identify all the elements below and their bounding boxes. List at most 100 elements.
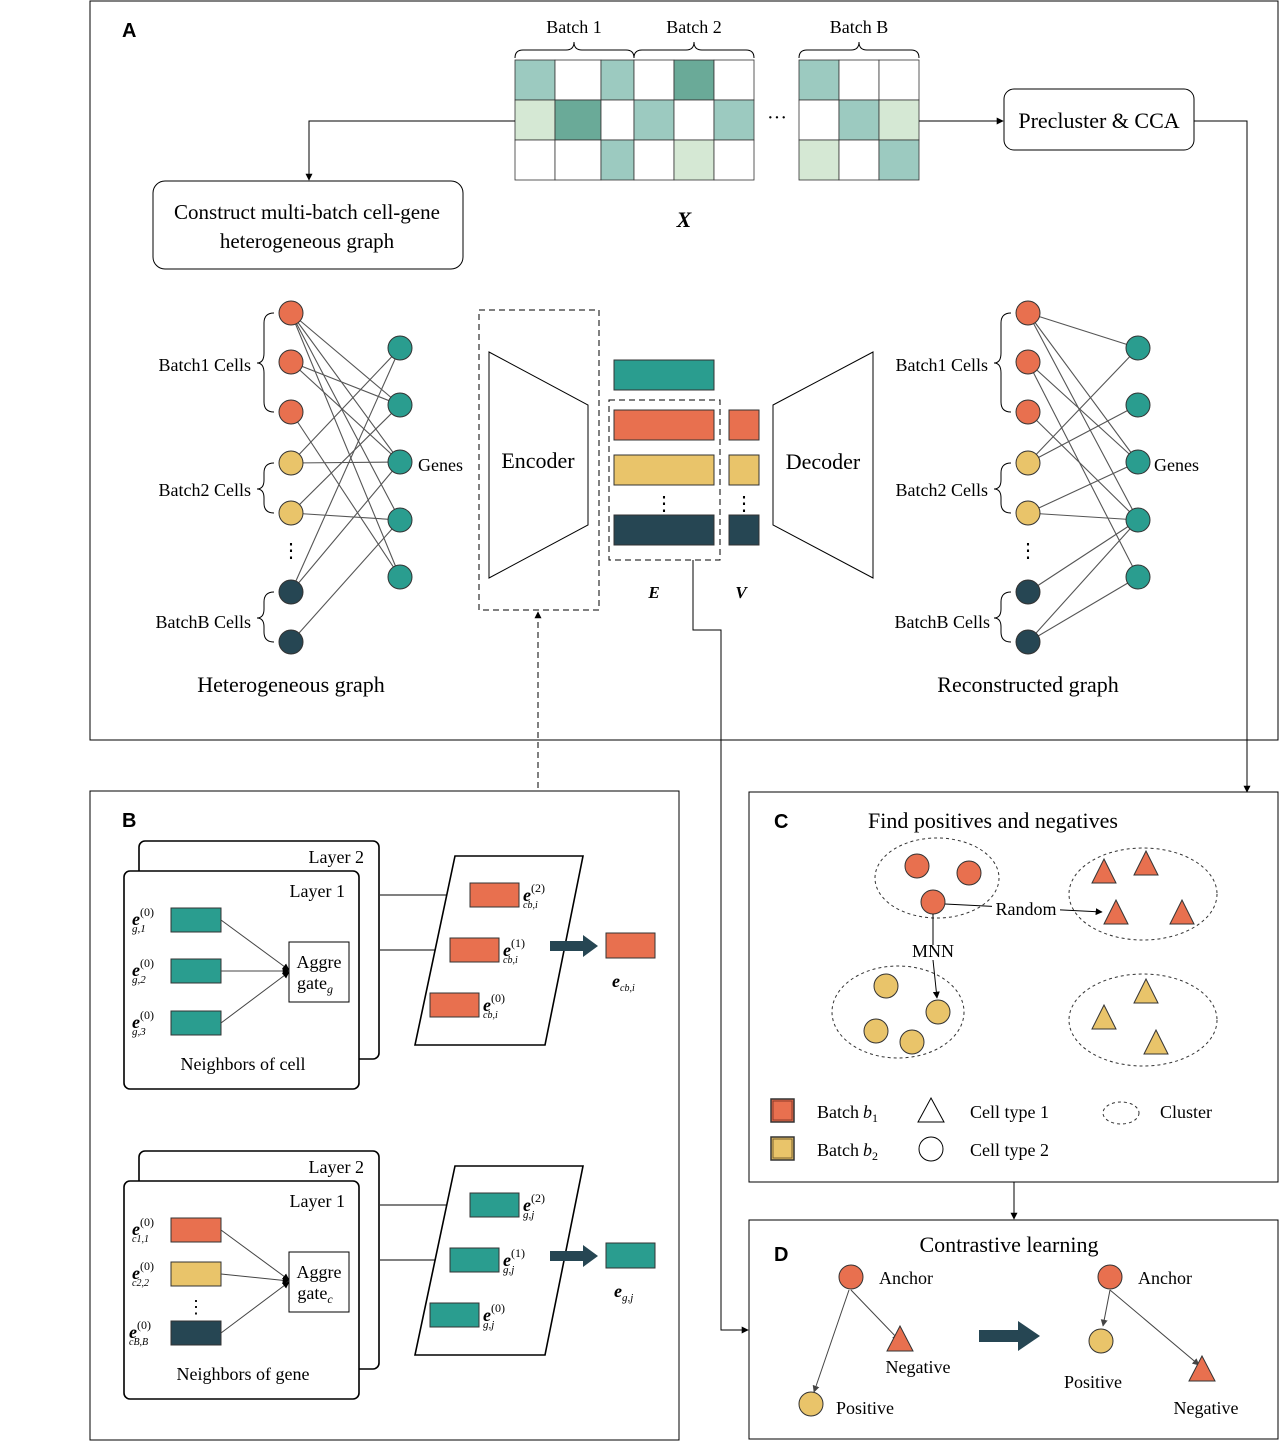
panel-d: D Contrastive learning Anchor Negative P… — [748, 1219, 1279, 1440]
reconstructed-graph-caption: Reconstructed graph — [937, 672, 1118, 697]
gene-neighbors-vdots: ⋮ — [187, 1297, 205, 1317]
decoder-trapezoid — [772, 351, 874, 579]
e-g1-symbol: e(0)g,1 — [132, 905, 154, 935]
left-genes-label: Genes — [418, 455, 463, 475]
gene-layer2-label: Layer 2 — [309, 1157, 364, 1177]
e-cB-symbol: e(0)cB,B — [129, 1318, 151, 1348]
panel-c-legend: Batch b1 Batch b2 Cell type 1 Cell type … — [770, 1096, 1212, 1163]
positive-label-before: Positive — [836, 1398, 894, 1418]
panel-a: A Batch 1 Batch 2 Batch B — [89, 0, 1279, 1334]
e-gj-layer0: e(0)g,j — [483, 1301, 505, 1331]
cell-embedding-dashed-box — [608, 399, 721, 561]
e-gj-layer2: e(2)g,j — [523, 1191, 545, 1221]
encoder-label: Encoder — [501, 448, 575, 473]
precluster-box — [1003, 88, 1195, 151]
aggregate-c-line2: gatec — [297, 1283, 333, 1306]
arrow-to-construct — [305, 120, 515, 181]
gene-embedding-bar — [613, 359, 715, 391]
cell-layer2-label: Layer 2 — [309, 847, 364, 867]
cell-embedding-bar-yellow — [613, 454, 715, 486]
e-g2-symbol: e(0)g,2 — [132, 956, 154, 986]
legend-cell-type-1: Cell type 1 — [970, 1102, 1049, 1122]
matrix-label: X — [676, 207, 693, 232]
panel-c: C Find positives and negatives Random MN… — [748, 791, 1279, 1220]
e-gj-output: eg,j — [614, 1281, 633, 1304]
E-label: E — [647, 583, 659, 602]
panel-a-label: A — [122, 20, 136, 42]
precluster-label: Precluster & CCA — [1018, 108, 1179, 133]
matrix-ellipsis: ··· — [767, 107, 787, 129]
e-gj-layer1: e(1)g,j — [503, 1246, 525, 1276]
random-label: Random — [996, 899, 1057, 919]
batch-embedding-red — [728, 409, 760, 441]
right-cells-vdots: ⋮ — [1018, 540, 1038, 562]
construct-label-line1: Construct multi-batch cell-gene — [174, 200, 440, 224]
anchor-label-before: Anchor — [879, 1268, 933, 1288]
encoder-dashed-box — [478, 309, 600, 611]
cell-embedding-bar-red — [613, 409, 715, 441]
anchor-label-after: Anchor — [1138, 1268, 1192, 1288]
panel-c-label: C — [774, 811, 788, 833]
legend-batch-b1: Batch b1 — [817, 1102, 878, 1125]
cell-embedding-bar-navy — [613, 514, 715, 546]
left-batch2-cells: Batch2 Cells — [159, 480, 252, 500]
heterogeneous-graph: ⋮ — [256, 300, 413, 655]
panel-b: B Layer 2 Layer 1 e(0)g,1 e(0)g,2 e(0)g,… — [89, 790, 680, 1441]
e-cbi-layer0: e(0)cb,i — [483, 991, 505, 1021]
batch-embedding-yellow — [728, 454, 760, 486]
batch-headers — [514, 41, 920, 59]
V-label: V — [735, 583, 748, 602]
right-genes-label: Genes — [1154, 455, 1199, 475]
e-c1-symbol: e(0)c1,1 — [132, 1215, 154, 1245]
e-cbi-layer2: e(2)cb,i — [523, 881, 545, 911]
transition-arrow — [979, 1321, 1040, 1351]
V-vdots: ⋮ — [734, 493, 754, 515]
batch2-header: Batch 2 — [666, 17, 722, 37]
neighbors-of-gene-label: Neighbors of gene — [177, 1364, 310, 1384]
batch1-header: Batch 1 — [546, 17, 602, 37]
right-batchB-cells: BatchB Cells — [895, 612, 991, 632]
construct-label-line2: heterogeneous graph — [220, 229, 395, 253]
decoder-label: Decoder — [786, 449, 861, 474]
right-batch1-cells: Batch1 Cells — [896, 355, 989, 375]
reconstructed-graph: ⋮ — [993, 300, 1151, 655]
arrow-to-panel-c — [1194, 120, 1251, 793]
positive-label-after: Positive — [1064, 1372, 1122, 1392]
encoder-trapezoid — [488, 351, 589, 579]
batchB-header: Batch B — [830, 17, 889, 37]
right-batch2-cells: Batch2 Cells — [896, 480, 989, 500]
panel-b-label: B — [122, 810, 136, 832]
left-cells-vdots: ⋮ — [281, 540, 301, 562]
gene-aggregation-module: Layer 2 Layer 1 ⋮ e(0)c1,1 e(0)c2,2 e(0)… — [123, 1150, 656, 1400]
neighbors-of-cell-label: Neighbors of cell — [181, 1054, 306, 1074]
left-batchB-cells: BatchB Cells — [156, 612, 252, 632]
expression-matrix — [514, 59, 920, 181]
mnn-label: MNN — [912, 941, 954, 961]
e-cbi-layer1: e(1)cb,i — [503, 936, 525, 966]
panel-d-title: Contrastive learning — [919, 1232, 1098, 1257]
arrow-E-to-panel-d — [692, 560, 749, 1334]
aggregate-g-line2: gateg — [297, 973, 333, 996]
negative-label-before: Negative — [886, 1357, 951, 1377]
panel-d-label: D — [774, 1244, 788, 1266]
negative-label-after: Negative — [1174, 1398, 1239, 1418]
legend-cluster: Cluster — [1160, 1102, 1212, 1122]
e-cbi-output: ecb,i — [612, 971, 635, 994]
batch-embedding-navy — [728, 514, 760, 546]
graph-edges — [290, 312, 401, 643]
e-g3-symbol: e(0)g,3 — [132, 1008, 154, 1038]
aggregate-g-line1: Aggre — [297, 952, 342, 972]
legend-batch-b2: Batch b2 — [817, 1140, 878, 1163]
cell-aggregation-module: Layer 2 Layer 1 e(0)g,1 e(0)g,2 e(0)g,3 … — [123, 840, 656, 1090]
e-c2-symbol: e(0)c2,2 — [132, 1259, 154, 1289]
cell-layer1-label: Layer 1 — [290, 881, 345, 901]
heterogeneous-graph-caption: Heterogeneous graph — [197, 672, 385, 697]
construct-graph-box — [152, 180, 464, 270]
legend-cell-type-2: Cell type 2 — [970, 1140, 1049, 1160]
E-vdots: ⋮ — [654, 493, 674, 515]
recon-graph-edges — [1027, 312, 1139, 643]
left-batch1-cells: Batch1 Cells — [159, 355, 252, 375]
gene-layer1-label: Layer 1 — [290, 1191, 345, 1211]
panel-c-title: Find positives and negatives — [868, 808, 1118, 833]
